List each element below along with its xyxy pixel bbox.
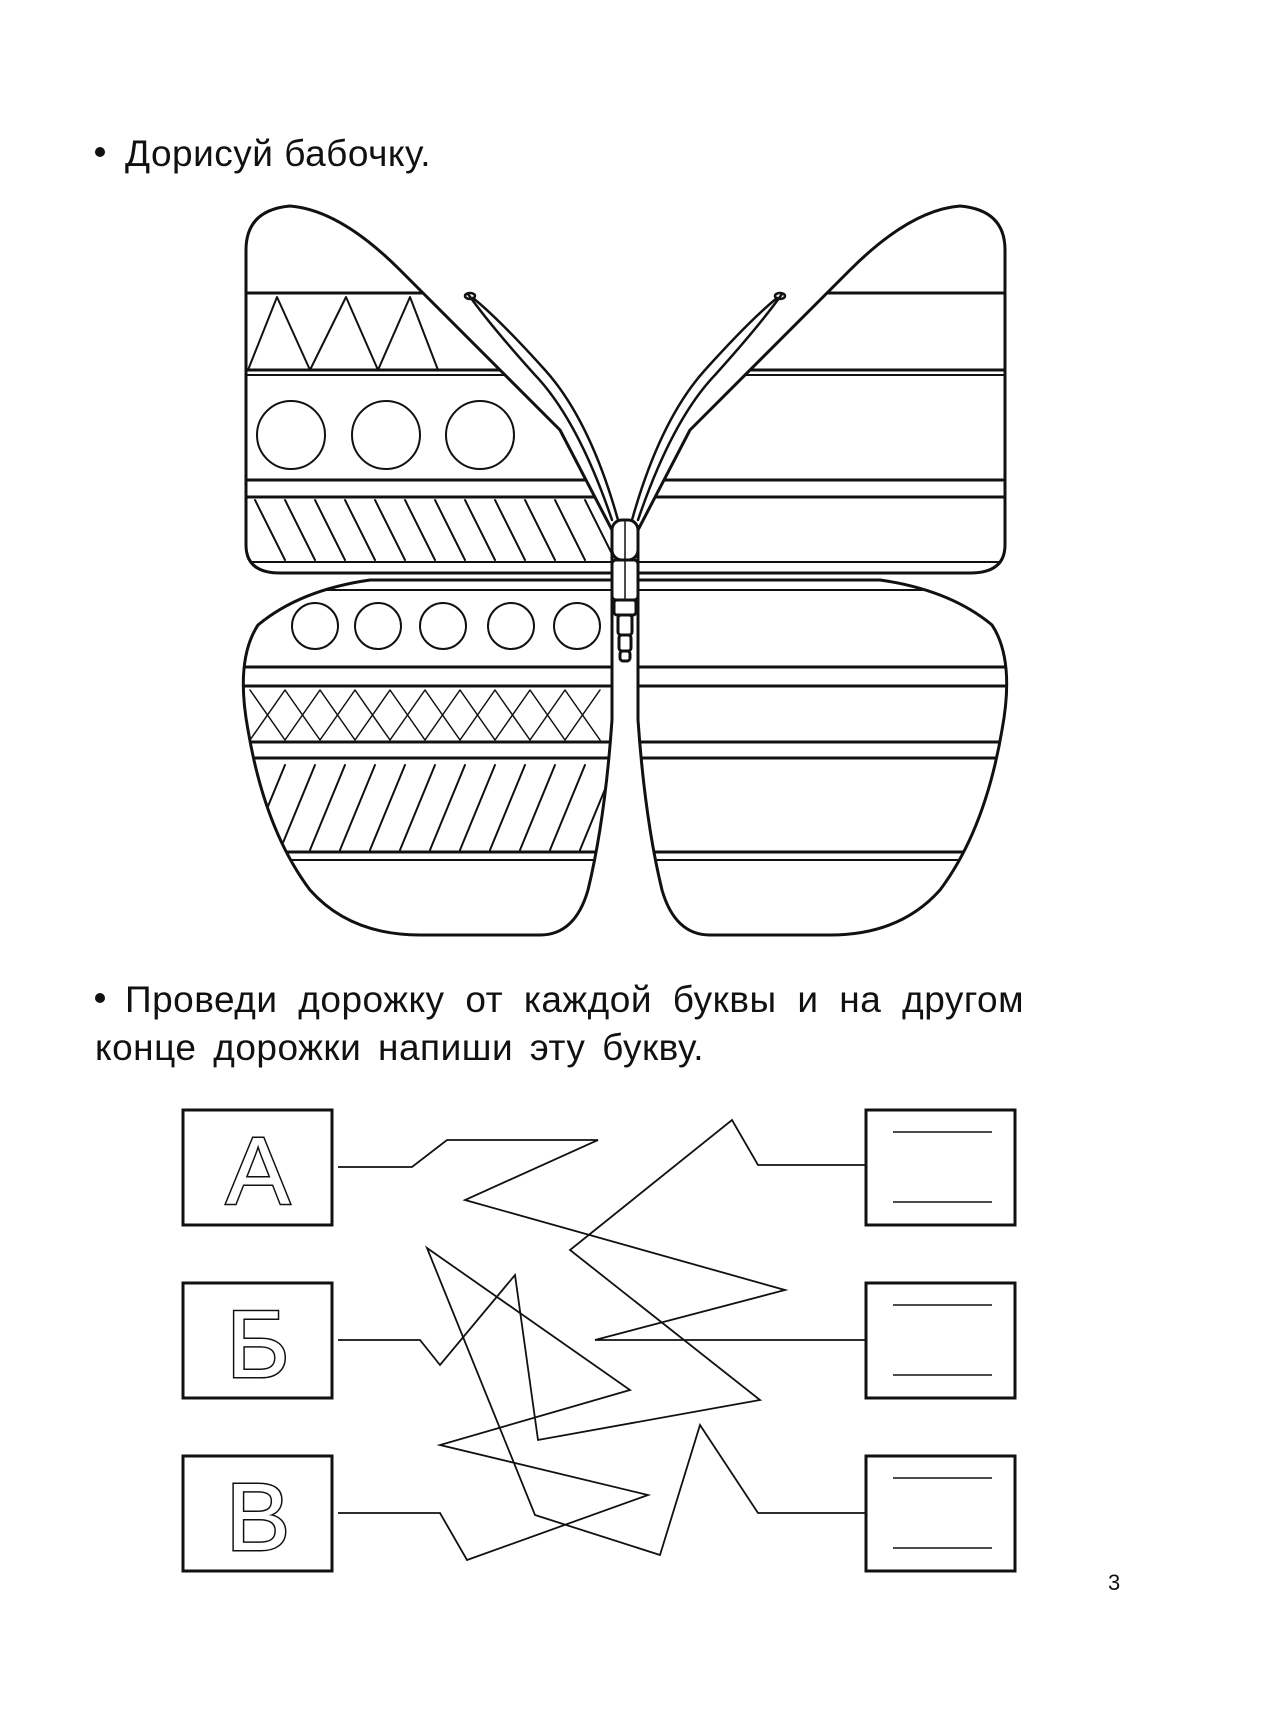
path-from-v <box>338 1245 866 1562</box>
task-2-text-line1: Проведи дорожку от каждой буквы и на дру… <box>125 979 1025 1020</box>
letter-v: В <box>226 1464 290 1571</box>
page-number: 3 <box>1108 1570 1121 1595</box>
lower-left-wing <box>241 578 614 937</box>
answer-writing-lines <box>893 1131 992 1549</box>
bullet-icon <box>95 147 105 158</box>
letter-box-v <box>181 1454 334 1573</box>
path-from-b <box>338 1118 866 1442</box>
path-from-a <box>338 1139 866 1341</box>
letter-b: Б <box>227 1291 290 1398</box>
bullet-icon <box>95 993 105 1004</box>
task-2-text-line2: конце дорожки напиши эту букву. <box>95 1027 705 1068</box>
task-1-instruction: Дорисуй бабочку. <box>95 130 431 178</box>
answer-box-1[interactable] <box>864 1108 1017 1227</box>
answer-box-3[interactable] <box>864 1454 1017 1573</box>
task-1-text: Дорисуй бабочку. <box>125 133 432 174</box>
butterfly-body <box>610 518 640 663</box>
letter-box-a <box>181 1108 334 1227</box>
task-2-instruction: Проведи дорожку от каждой буквы и на дру… <box>95 976 1085 1072</box>
butterfly-antennae <box>463 291 787 522</box>
answer-box-2[interactable] <box>864 1281 1017 1400</box>
letter-a: А <box>226 1118 290 1225</box>
letter-box-b <box>181 1281 334 1400</box>
